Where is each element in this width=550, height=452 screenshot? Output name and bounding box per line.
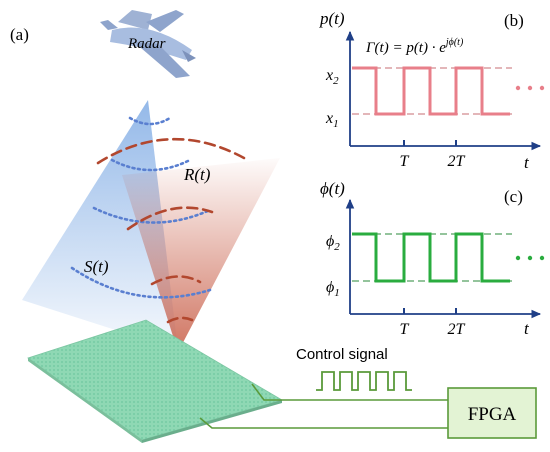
reflected-wavefront xyxy=(150,275,202,286)
incident-wavefront xyxy=(128,116,172,126)
panel-c-x-label: t xyxy=(524,319,530,338)
panel-c-continuation-dots xyxy=(515,255,545,261)
panel-c: (c) ϕ(t) t ϕ2 ϕ1 T 2T xyxy=(320,179,545,338)
control-line-lower xyxy=(199,417,448,429)
incident-beam xyxy=(22,100,178,350)
reflected-beam xyxy=(122,158,280,352)
incident-wavefronts xyxy=(70,116,212,299)
panel-c-tick-label: T xyxy=(400,321,410,338)
panel-c-tick-label: 2T xyxy=(448,321,466,338)
panel-b-tick-label: 2T xyxy=(448,153,466,170)
incident-wavefront xyxy=(110,158,192,172)
level-phi2-label: ϕ2 xyxy=(326,233,340,253)
reflected-wavefront xyxy=(166,316,194,324)
radar-label: Radar xyxy=(127,36,166,52)
airplane-icon xyxy=(100,10,196,78)
incident-wavefront xyxy=(70,266,212,299)
panel-a: (a) Radar R(t) xyxy=(10,10,537,443)
panel-b: (b) p(t) t Γ(t) = p(t) · ejϕ(t) x2 x1 T … xyxy=(319,9,545,172)
metasurface-edge xyxy=(28,358,142,443)
level-x2-label: x2 xyxy=(325,67,339,87)
reflected-wavefront xyxy=(96,137,246,165)
panel-b-x-label: t xyxy=(524,153,530,172)
reflection-equation: Γ(t) = p(t) · ejϕ(t) xyxy=(365,37,464,56)
incident-wavefront xyxy=(92,206,212,224)
level-x1-label: x1 xyxy=(325,110,339,130)
fpga-box xyxy=(447,387,537,439)
reflected-wavefront xyxy=(126,206,214,231)
panel-b-trace xyxy=(352,66,510,116)
fpga-label: FPGA xyxy=(468,404,517,425)
panel-b-continuation-dots xyxy=(515,85,545,91)
control-line-upper xyxy=(251,383,448,401)
panel-a-label: (a) xyxy=(10,25,29,44)
incident-signal-label: S(t) xyxy=(84,257,109,276)
reflected-wavefronts xyxy=(96,137,246,324)
panel-b-y-label: p(t) xyxy=(319,9,345,28)
panel-b-label: (b) xyxy=(504,11,524,30)
metasurface xyxy=(27,319,284,441)
panel-c-y-label: ϕ(t) xyxy=(320,179,345,198)
control-lines xyxy=(199,383,448,429)
metasurface-edge xyxy=(142,400,282,443)
control-signal-wave xyxy=(316,371,412,391)
level-phi1-label: ϕ1 xyxy=(326,279,340,299)
control-signal-label: Control signal xyxy=(296,346,388,363)
panel-c-trace xyxy=(352,232,510,283)
panel-b-tick-label: T xyxy=(400,153,410,170)
reflected-signal-label: R(t) xyxy=(183,165,211,184)
panel-c-label: (c) xyxy=(504,187,523,206)
